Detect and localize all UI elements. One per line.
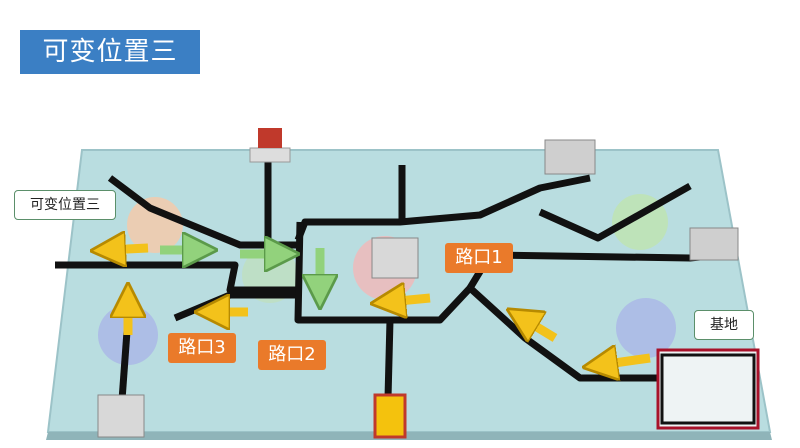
model-top — [249, 128, 291, 163]
arrow-yellow — [108, 248, 149, 250]
junction-2-label: 路口2 — [258, 340, 326, 370]
green-arrows — [160, 248, 320, 292]
model-right — [689, 227, 739, 261]
arrow-yellow — [522, 318, 558, 338]
junction-1-label: 路口1 — [445, 243, 513, 273]
model-center — [371, 237, 419, 279]
model-bottom-left — [97, 394, 145, 438]
arrow-yellow — [388, 298, 431, 302]
callout-label: 可变位置三 — [30, 197, 100, 213]
page-title: 可变位置三 — [20, 30, 200, 74]
yellow-arrows — [108, 248, 651, 365]
model-top-right — [544, 139, 596, 175]
callout-label: 基地 — [710, 317, 738, 333]
field-board-edge — [46, 432, 772, 440]
junction-3-label: 路口3 — [168, 333, 236, 363]
planet-circle — [127, 197, 183, 253]
robot-circle — [616, 298, 676, 358]
variable-position-callout: 可变位置三 — [14, 190, 116, 220]
model-bottom — [373, 393, 407, 439]
base-inner — [660, 353, 756, 425]
base-callout: 基地 — [694, 310, 754, 340]
arrow-yellow — [600, 358, 651, 365]
base-square — [656, 348, 760, 430]
